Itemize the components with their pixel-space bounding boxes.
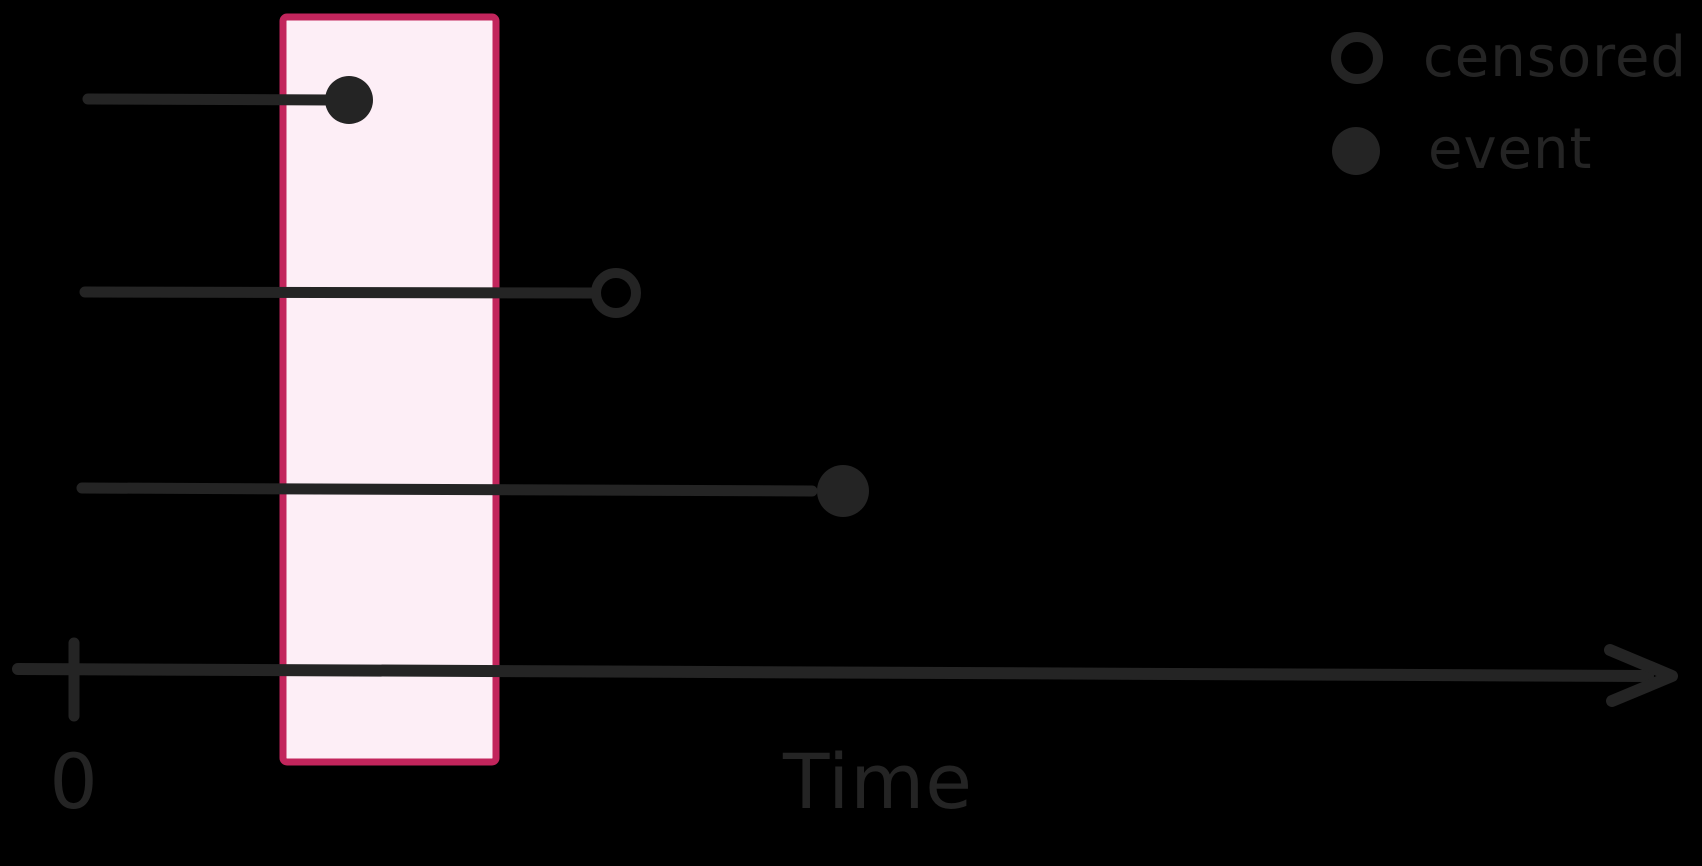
- legend-event-marker-icon: [1332, 127, 1380, 175]
- legend-censored-marker-icon: [1331, 32, 1383, 84]
- legend-event-label: event: [1428, 117, 1593, 182]
- origin-label: 0: [49, 737, 98, 826]
- time-axis-line: [12, 663, 1654, 682]
- highlight-window-rect: [279, 13, 500, 766]
- subject-2-line: [79, 286, 600, 299]
- legend-censored-label: censored: [1423, 25, 1687, 90]
- subject-3-timeline: [76, 465, 869, 517]
- subject-3-event-marker-icon: [817, 465, 869, 517]
- subject-1-timeline: [82, 76, 373, 124]
- time-axis-label: Time: [782, 737, 973, 826]
- time-axis: 0 Time: [12, 637, 1678, 826]
- subject-2-censored-marker-icon: [591, 268, 641, 318]
- subject-3-line: [76, 482, 818, 497]
- subject-1-line: [82, 93, 338, 106]
- time-axis-arrowhead-icon: [1604, 644, 1678, 707]
- legend: censored event: [1331, 25, 1687, 182]
- subject-2-timeline: [79, 268, 641, 318]
- subject-1-event-marker-icon: [325, 76, 373, 124]
